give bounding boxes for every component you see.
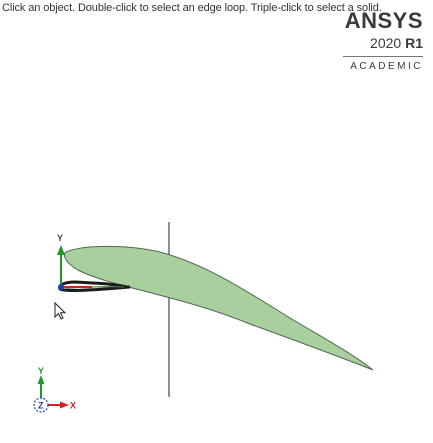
brand-name: ANSYS [344, 8, 423, 33]
brand-divider [343, 56, 423, 57]
triad-z-label: Z [38, 401, 44, 411]
brand-version-release: R1 [405, 35, 423, 51]
orientation-triad[interactable]: Y X Z [33, 366, 76, 413]
brand-version-year: 2020 [370, 35, 402, 51]
triad-y-label: Y [38, 366, 44, 376]
viewport-instruction-text: Click an object. Double-click to select … [2, 2, 382, 14]
triad-x-label: X [70, 401, 76, 411]
model-origin [58, 284, 64, 290]
triad-z-axis [33, 397, 49, 413]
mouse-pointer-icon [54, 301, 67, 320]
model-y-axis-label: Y [57, 233, 63, 243]
model-y-axis-arrow [57, 245, 65, 255]
brand-version: 2020 R1 [343, 34, 423, 52]
triad-x-arrow [60, 401, 69, 409]
airfoil-surface[interactable] [64, 245, 374, 371]
triad-y-arrow [37, 375, 45, 384]
brand-edition: ACADEMIC [350, 61, 423, 72]
brand-watermark: ANSYS 2020 R1 ACADEMIC [343, 10, 423, 72]
